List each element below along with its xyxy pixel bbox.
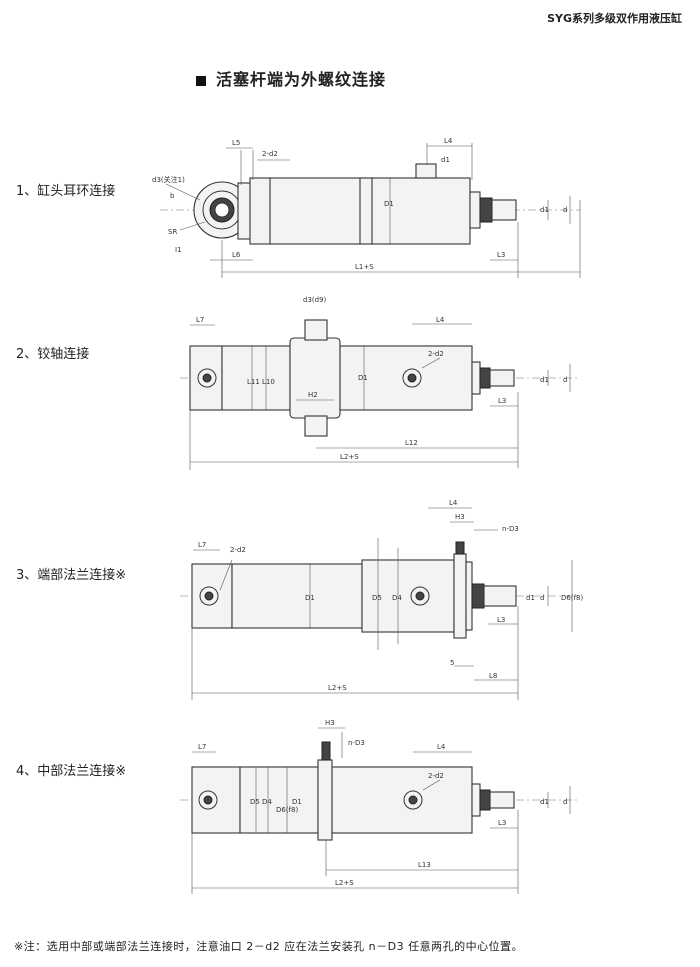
cylinder-barrel-2 xyxy=(339,345,473,411)
dim-D5: D5 xyxy=(250,798,260,806)
middle-flange xyxy=(317,759,333,841)
trunnion-block xyxy=(289,337,341,419)
dim-L4: L4 xyxy=(449,499,458,507)
cylinder-barrel-3 xyxy=(361,559,455,633)
dim-L3: L3 xyxy=(497,251,505,259)
dim-nD3: n-D3 xyxy=(502,525,519,533)
dim-L3: L3 xyxy=(497,616,505,624)
dim-L5: L5 xyxy=(232,139,240,147)
diagram-4: H3 n-D3 L7 L4 2-d2 D5 D4 D6(f8) D1 d1 d … xyxy=(180,719,580,894)
end-flange xyxy=(465,561,473,631)
dim-SR: SR xyxy=(168,228,177,236)
dim-5: 5 xyxy=(450,659,454,667)
dim-D1: D1 xyxy=(305,594,315,602)
dim-nD3: n-D3 xyxy=(348,739,365,747)
dim-d1-port: d1 xyxy=(441,156,450,164)
dim-D1: D1 xyxy=(358,374,368,382)
dim-L7: L7 xyxy=(198,743,206,751)
dim-rod-d1: d1 xyxy=(526,594,535,602)
piston-rod-end xyxy=(491,199,517,221)
connection-label-4: 4、中部法兰连接※ xyxy=(16,764,127,779)
dim-d: d xyxy=(540,594,544,602)
piston-rod-end-2 xyxy=(489,369,515,387)
connection-label-2: 2、铰轴连接 xyxy=(16,347,90,362)
dim-L2S: L2+S xyxy=(335,879,354,887)
connection-label-1: 1、缸头耳环连接 xyxy=(16,184,116,199)
dim-H2: H2 xyxy=(308,391,318,399)
dim-2d2: 2-d2 xyxy=(428,772,444,780)
dim-rod-d1: d1 xyxy=(540,798,549,806)
diagram-1: L5 2-d2 L4 d1 d3(关注1) b SR I1 D1 d1 d L6… xyxy=(152,137,581,278)
heading-square-icon xyxy=(196,75,206,86)
dim-L7: L7 xyxy=(198,541,206,549)
dim-L3: L3 xyxy=(498,819,506,827)
dim-L4: L4 xyxy=(444,137,453,145)
header-title: SYG系列多级双作用液压缸 xyxy=(547,12,682,25)
dim-D1: D1 xyxy=(384,200,394,208)
dim-rod-d1: d1 xyxy=(540,206,549,214)
dim-D4: D4 xyxy=(262,798,272,806)
dim-H3: H3 xyxy=(455,513,465,521)
dim-2d2: 2-d2 xyxy=(262,150,278,158)
dim-L8: L8 xyxy=(489,672,497,680)
dim-H3: H3 xyxy=(325,719,335,727)
dim-L7: L7 xyxy=(196,316,204,324)
dim-L2S: L2+S xyxy=(328,684,347,692)
dim-d: d xyxy=(563,798,567,806)
dim-L10: L10 xyxy=(262,378,275,386)
piston-rod-end-3 xyxy=(483,585,517,607)
dim-L1S: L1+S xyxy=(355,263,374,271)
dim-D1: D1 xyxy=(292,798,302,806)
section-heading: 活塞杆端为外螺纹连接 xyxy=(196,66,386,90)
dim-L13: L13 xyxy=(418,861,431,869)
oil-port xyxy=(415,163,437,179)
dim-rod-d1: d1 xyxy=(540,376,549,384)
diagram-2: d3(d9) L7 L4 2-d2 L11 L10 H2 D1 d1 d L3 … xyxy=(180,296,580,470)
dim-L12: L12 xyxy=(405,439,418,447)
dim-L6: L6 xyxy=(232,251,241,259)
dim-2d2: 2-d2 xyxy=(230,546,246,554)
dim-D5: D5 xyxy=(372,594,382,602)
dim-2d2: 2-d2 xyxy=(428,350,444,358)
diagram-3: L4 H3 n-D3 L7 2-d2 D1 D5 D4 d1 d D6(f8) … xyxy=(180,499,583,700)
dim-d: d xyxy=(563,376,567,384)
dim-d3: d3(关注1) xyxy=(152,175,185,184)
dim-D6: D6(f8) xyxy=(561,594,583,602)
heading-text: 活塞杆端为外螺纹连接 xyxy=(216,70,387,89)
dim-L4: L4 xyxy=(436,316,445,324)
dim-d: d xyxy=(563,206,567,214)
cylinder-barrel-4 xyxy=(331,766,473,834)
dim-D6: D6(f8) xyxy=(276,806,298,814)
dim-L3: L3 xyxy=(498,397,506,405)
dim-I1: I1 xyxy=(175,246,182,254)
connection-label-3: 3、端部法兰连接※ xyxy=(16,568,127,583)
piston-rod-end-4 xyxy=(489,791,515,809)
dim-D4: D4 xyxy=(392,594,402,602)
dim-b: b xyxy=(170,192,175,200)
dim-L2S: L2+S xyxy=(340,453,359,461)
dim-d3-d9: d3(d9) xyxy=(303,296,327,304)
dim-L11: L11 xyxy=(247,378,260,386)
footnote: ※注：选用中部或端部法兰连接时，注意油口 2－d2 应在法兰安装孔 n－D3 任… xyxy=(14,940,524,953)
dim-L4: L4 xyxy=(437,743,446,751)
